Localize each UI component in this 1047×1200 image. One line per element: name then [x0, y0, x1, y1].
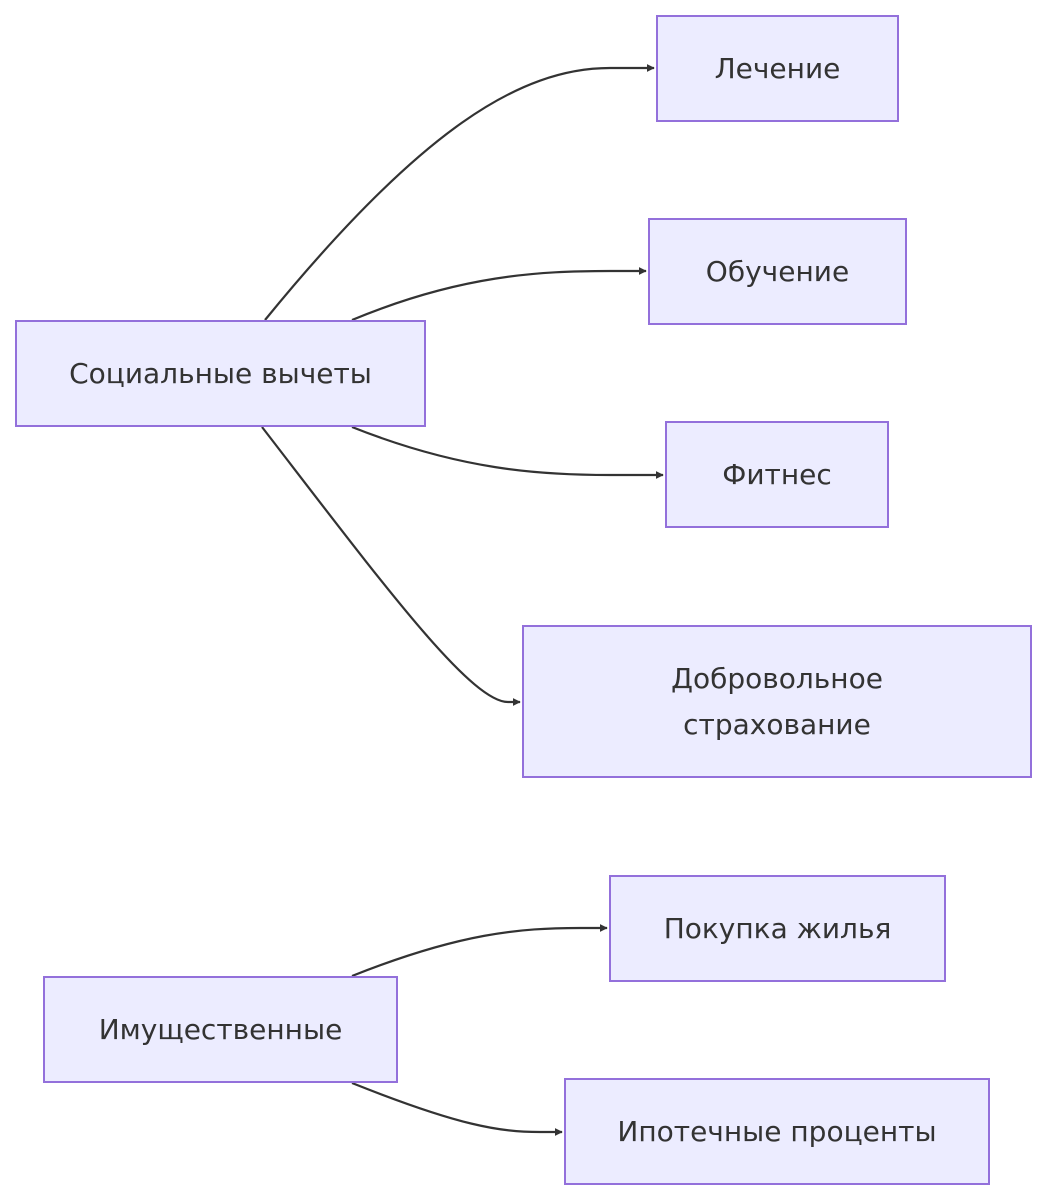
node-education-label: Обучение — [705, 254, 850, 288]
node-social-deductions-label: Социальные вычеты — [69, 356, 372, 390]
edge-social-education — [351, 267, 647, 322]
edge-property-mortgage — [351, 1081, 563, 1136]
node-treatment: Лечение — [656, 15, 899, 122]
node-voluntary-insurance-label: Добровольное страхование — [671, 661, 883, 741]
node-mortgage-interest-label: Ипотечные проценты — [617, 1114, 937, 1148]
edge-property-housing — [351, 924, 608, 978]
node-voluntary-insurance: Добровольное страхование — [522, 625, 1032, 778]
node-treatment-label: Лечение — [714, 51, 841, 85]
node-education: Обучение — [648, 218, 907, 325]
edge-social-treatment — [264, 64, 655, 321]
node-housing-purchase-label: Покупка жилья — [663, 911, 892, 945]
node-housing-purchase: Покупка жилья — [609, 875, 946, 982]
node-fitness: Фитнес — [665, 421, 889, 528]
node-social-deductions: Социальные вычеты — [15, 320, 426, 427]
node-property-deductions: Имущественные — [43, 976, 398, 1083]
node-fitness-label: Фитнес — [722, 457, 832, 491]
node-mortgage-interest: Ипотечные проценты — [564, 1078, 990, 1185]
node-property-deductions-label: Имущественные — [98, 1012, 343, 1046]
edge-social-fitness — [351, 425, 664, 479]
edge-social-insurance — [261, 426, 521, 706]
